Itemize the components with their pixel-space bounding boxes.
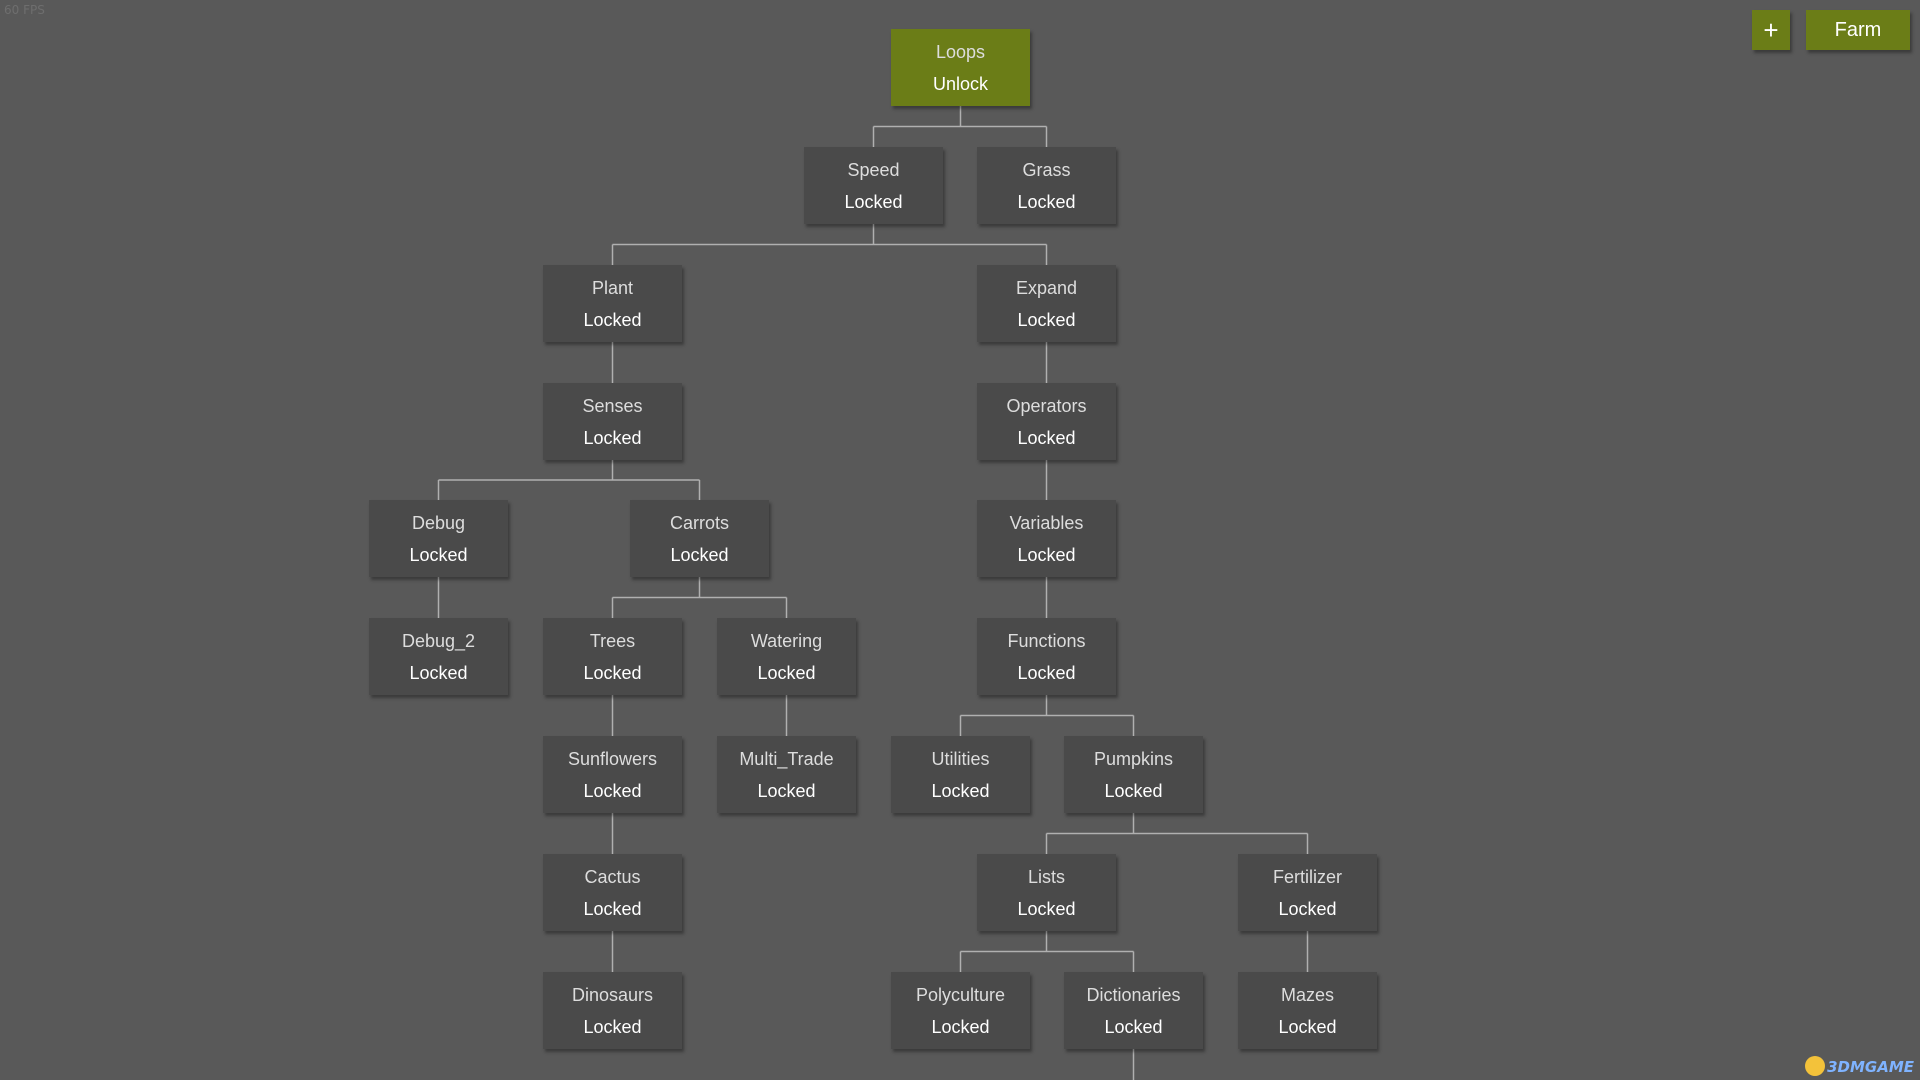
node-name: Debug_2 [401, 631, 476, 651]
node-trees[interactable]: Trees Locked [543, 618, 682, 695]
node-status: Locked [844, 192, 903, 212]
node-dictionaries[interactable]: Dictionaries Locked [1064, 972, 1203, 1049]
node-status: Locked [583, 1017, 642, 1037]
node-status: Locked [757, 781, 816, 801]
node-functions[interactable]: Functions Locked [977, 618, 1116, 695]
node-loops[interactable]: Loops Unlock [891, 29, 1030, 106]
node-plant[interactable]: Plant Locked [543, 265, 682, 342]
node-status: Unlock [932, 74, 989, 94]
node-speed[interactable]: Speed Locked [804, 147, 943, 224]
node-name: Polyculture [915, 985, 1006, 1005]
node-status: Locked [1278, 1017, 1337, 1037]
node-status: Locked [757, 663, 816, 683]
node-variables[interactable]: Variables Locked [977, 500, 1116, 577]
node-name: Grass [1022, 160, 1071, 180]
node-name: Operators [1006, 396, 1087, 416]
node-name: Cactus [584, 867, 641, 887]
node-status: Locked [583, 899, 642, 919]
node-name: Mazes [1280, 985, 1334, 1005]
node-watering[interactable]: Watering Locked [717, 618, 856, 695]
watermark-text: 3DMGAME [1827, 1058, 1914, 1076]
node-name: Sunflowers [567, 749, 658, 769]
node-debug[interactable]: Debug Locked [369, 500, 508, 577]
node-sunflowers[interactable]: Sunflowers Locked [543, 736, 682, 813]
node-status: Locked [931, 781, 990, 801]
node-status: Locked [583, 310, 642, 330]
node-name: Multi_Trade [739, 749, 834, 769]
node-name: Lists [1027, 867, 1065, 887]
node-status: Locked [931, 1017, 990, 1037]
node-senses[interactable]: Senses Locked [543, 383, 682, 460]
node-multi-trade[interactable]: Multi_Trade Locked [717, 736, 856, 813]
node-status: Locked [1278, 899, 1337, 919]
watermark: 3DMGAME [1805, 1056, 1914, 1076]
node-debug-2[interactable]: Debug_2 Locked [369, 618, 508, 695]
node-name: Pumpkins [1093, 749, 1174, 769]
node-status: Locked [409, 663, 468, 683]
node-carrots[interactable]: Carrots Locked [630, 500, 769, 577]
farm-button[interactable]: Farm [1806, 10, 1910, 50]
node-status: Locked [1017, 899, 1076, 919]
add-button[interactable]: + [1752, 10, 1790, 50]
node-dinosaurs[interactable]: Dinosaurs Locked [543, 972, 682, 1049]
node-expand[interactable]: Expand Locked [977, 265, 1116, 342]
node-name: Speed [847, 160, 900, 180]
node-name: Plant [591, 278, 634, 298]
node-pumpkins[interactable]: Pumpkins Locked [1064, 736, 1203, 813]
node-cactus[interactable]: Cactus Locked [543, 854, 682, 931]
node-status: Locked [1017, 192, 1076, 212]
node-name: Watering [750, 631, 823, 651]
node-status: Locked [1104, 781, 1163, 801]
node-name: Utilities [931, 749, 990, 769]
node-name: Dinosaurs [571, 985, 654, 1005]
node-status: Locked [583, 428, 642, 448]
watermark-logo-icon [1805, 1056, 1826, 1076]
node-name: Senses [582, 396, 643, 416]
node-status: Locked [1017, 663, 1076, 683]
node-fertilizer[interactable]: Fertilizer Locked [1238, 854, 1377, 931]
node-name: Debug [411, 513, 466, 533]
node-mazes[interactable]: Mazes Locked [1238, 972, 1377, 1049]
node-grass[interactable]: Grass Locked [977, 147, 1116, 224]
node-name: Loops [935, 42, 986, 62]
node-name: Variables [1009, 513, 1084, 533]
node-status: Locked [1017, 310, 1076, 330]
node-status: Locked [409, 545, 468, 565]
fps-counter: 60 FPS [4, 3, 45, 17]
node-status: Locked [583, 663, 642, 683]
node-name: Trees [589, 631, 636, 651]
node-status: Locked [1017, 428, 1076, 448]
node-polyculture[interactable]: Polyculture Locked [891, 972, 1030, 1049]
node-name: Dictionaries [1086, 985, 1181, 1005]
node-status: Locked [670, 545, 729, 565]
node-operators[interactable]: Operators Locked [977, 383, 1116, 460]
node-status: Locked [1104, 1017, 1163, 1037]
node-name: Fertilizer [1272, 867, 1342, 887]
node-name: Carrots [669, 513, 729, 533]
node-status: Locked [1017, 545, 1076, 565]
node-lists[interactable]: Lists Locked [977, 854, 1116, 931]
node-name: Expand [1015, 278, 1078, 298]
node-name: Functions [1007, 631, 1086, 651]
node-utilities[interactable]: Utilities Locked [891, 736, 1030, 813]
node-status: Locked [583, 781, 642, 801]
